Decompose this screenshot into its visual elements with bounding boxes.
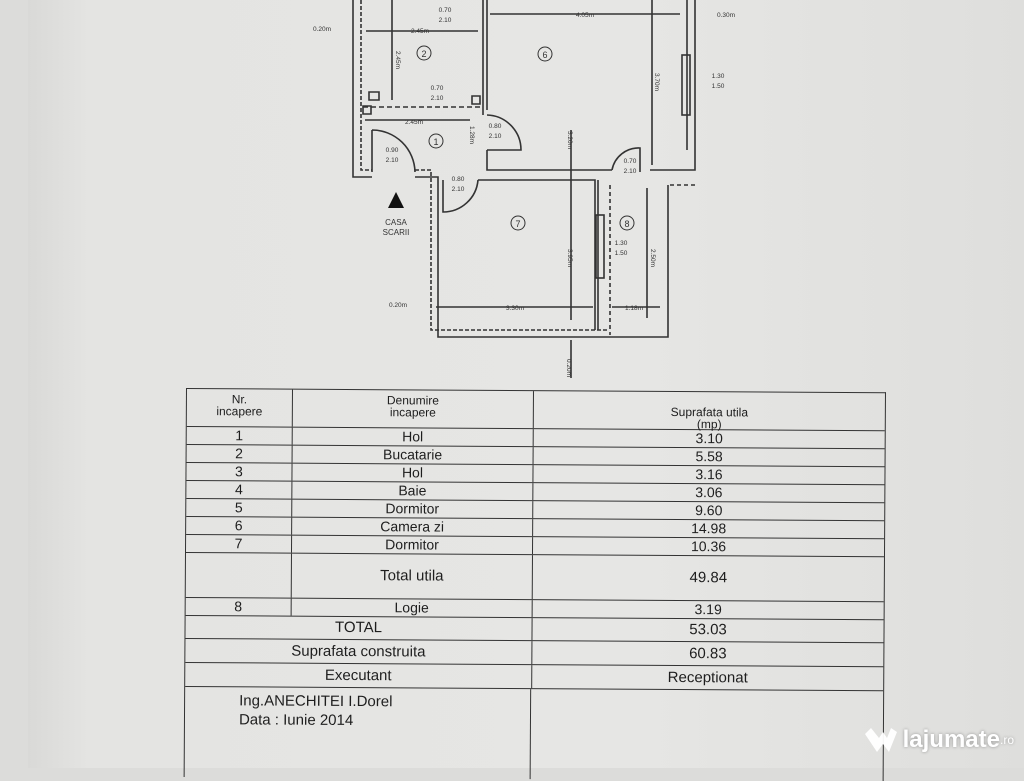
svg-text:0.20m: 0.20m <box>389 302 407 309</box>
room-1-label: 1 <box>433 137 438 147</box>
svg-text:4.05m: 4.05m <box>576 12 594 19</box>
cell-nr: 5 <box>186 499 293 517</box>
svg-text:2.10: 2.10 <box>431 95 444 102</box>
cell-name: Dormitor <box>292 499 534 519</box>
svg-text:1.50: 1.50 <box>615 250 628 257</box>
svg-text:2.10: 2.10 <box>386 157 399 164</box>
cell-area: 10.36 <box>690 538 727 555</box>
cell-nr: 3 <box>186 463 293 481</box>
document-page <box>28 0 1024 768</box>
svg-text:3.70m: 3.70m <box>653 73 660 91</box>
room-7-walls <box>478 179 599 330</box>
svg-text:0.20m: 0.20m <box>565 359 572 377</box>
header-name: Denumire incapere <box>292 389 534 429</box>
cell-nr: 1 <box>186 427 293 445</box>
construita-label: Suprafata construita <box>185 639 533 665</box>
svg-text:1.28m: 1.28m <box>468 126 475 144</box>
cell-nr: 6 <box>186 517 293 535</box>
stair-label: CASA <box>385 218 407 227</box>
cell-nr: 4 <box>186 481 293 499</box>
dimension-labels: 0.20m 2.45m 0.70 2.10 4.05m 0.30m 2.45m 1… <box>313 7 735 377</box>
total-utila-label: Total utila <box>291 553 533 600</box>
cell-name: Dormitor <box>291 535 534 555</box>
svg-text:2.50m: 2.50m <box>649 249 656 267</box>
outer-wall <box>352 0 669 338</box>
cell-area: 3.16 <box>695 466 723 483</box>
construita-value: 60.83 <box>689 645 727 663</box>
floor-plan: 2 6 1 7 8 CASA SCARII 0.20m 2.45m 0.70 2.… <box>313 0 735 378</box>
room-6-walls <box>482 0 696 171</box>
cell-name: Baie <box>292 481 534 501</box>
svg-text:3.95m: 3.95m <box>566 249 573 267</box>
document-date: Data : Iunie 2014 <box>238 711 354 730</box>
svg-text:0.20m: 0.20m <box>313 26 331 33</box>
total-label: TOTAL <box>185 616 533 641</box>
cell-name: Hol <box>292 427 534 447</box>
cell-name: Logie <box>291 598 533 618</box>
total-value: 53.03 <box>689 621 727 639</box>
cell-area: 9.60 <box>695 502 723 519</box>
svg-text:0.70: 0.70 <box>624 158 637 165</box>
cell-area: 3.19 <box>694 601 722 618</box>
stairs-marker-icon <box>388 192 404 208</box>
room-7-label: 7 <box>515 219 520 229</box>
svg-text:0.80: 0.80 <box>452 176 465 183</box>
svg-text:2.45m: 2.45m <box>405 119 423 126</box>
header-nr: Nr. incapere <box>186 389 293 427</box>
lajumate-watermark: lajumate.ro <box>863 726 1014 754</box>
svg-text:2.45m: 2.45m <box>394 51 401 69</box>
lajumate-logo-icon <box>864 728 897 752</box>
cell-nr: 2 <box>186 445 293 463</box>
svg-text:0.90: 0.90 <box>386 147 399 154</box>
cell-area: 3.06 <box>695 484 723 501</box>
engineer-name: Ing.ANECHITEI I.Dorel <box>239 692 393 711</box>
executant-label: Executant <box>185 663 533 689</box>
svg-text:2.45m: 2.45m <box>411 28 429 35</box>
stair-label: SCARII <box>383 228 410 237</box>
room-6-label: 6 <box>542 50 547 60</box>
cell-area: 5.58 <box>695 448 723 465</box>
cell-name: Bucatarie <box>292 445 534 465</box>
cell-nr: 7 <box>185 535 293 553</box>
svg-text:2.10: 2.10 <box>489 133 502 140</box>
svg-text:2.10: 2.10 <box>624 168 637 175</box>
header-area: Suprafata utila (mp) <box>670 404 749 432</box>
svg-text:0.70: 0.70 <box>431 85 444 92</box>
cell-name: Hol <box>292 463 534 483</box>
svg-text:1.30: 1.30 <box>712 73 725 80</box>
watermark-tld: .ro <box>999 733 1014 747</box>
svg-text:2.10: 2.10 <box>439 17 452 24</box>
svg-text:0.80: 0.80 <box>489 123 502 130</box>
room-8-label: 8 <box>624 219 629 229</box>
svg-text:2.10: 2.10 <box>452 186 465 193</box>
total-utila-value: 49.84 <box>689 569 728 587</box>
cell-area: 3.10 <box>695 430 723 447</box>
svg-text:1.50: 1.50 <box>712 83 725 90</box>
table-header: Nr. incapere Denumire incapere Suprafata… <box>186 389 885 432</box>
svg-text:1.30: 1.30 <box>615 240 628 247</box>
room-2-label: 2 <box>421 49 426 59</box>
svg-text:3.30m: 3.30m <box>506 305 524 312</box>
cell-area: 14.98 <box>691 520 727 537</box>
cell-name: Camera zi <box>292 517 534 537</box>
area-table: Nr. incapere Denumire incapere Suprafata… <box>183 388 886 781</box>
watermark-text: lajumate <box>902 726 1000 753</box>
svg-text:3.20m: 3.20m <box>566 131 573 149</box>
svg-text:0.70: 0.70 <box>439 7 452 14</box>
svg-text:1.18m: 1.18m <box>625 305 643 312</box>
receptionat-label: Receptionat <box>667 668 748 687</box>
total-utila-row: Total utila 49.84 <box>185 553 884 603</box>
cell-nr: 8 <box>185 598 292 616</box>
signatures-row: Ing.ANECHITEI I.Dorel Data : Iunie 2014 <box>184 687 884 781</box>
svg-text:0.30m: 0.30m <box>717 12 735 19</box>
